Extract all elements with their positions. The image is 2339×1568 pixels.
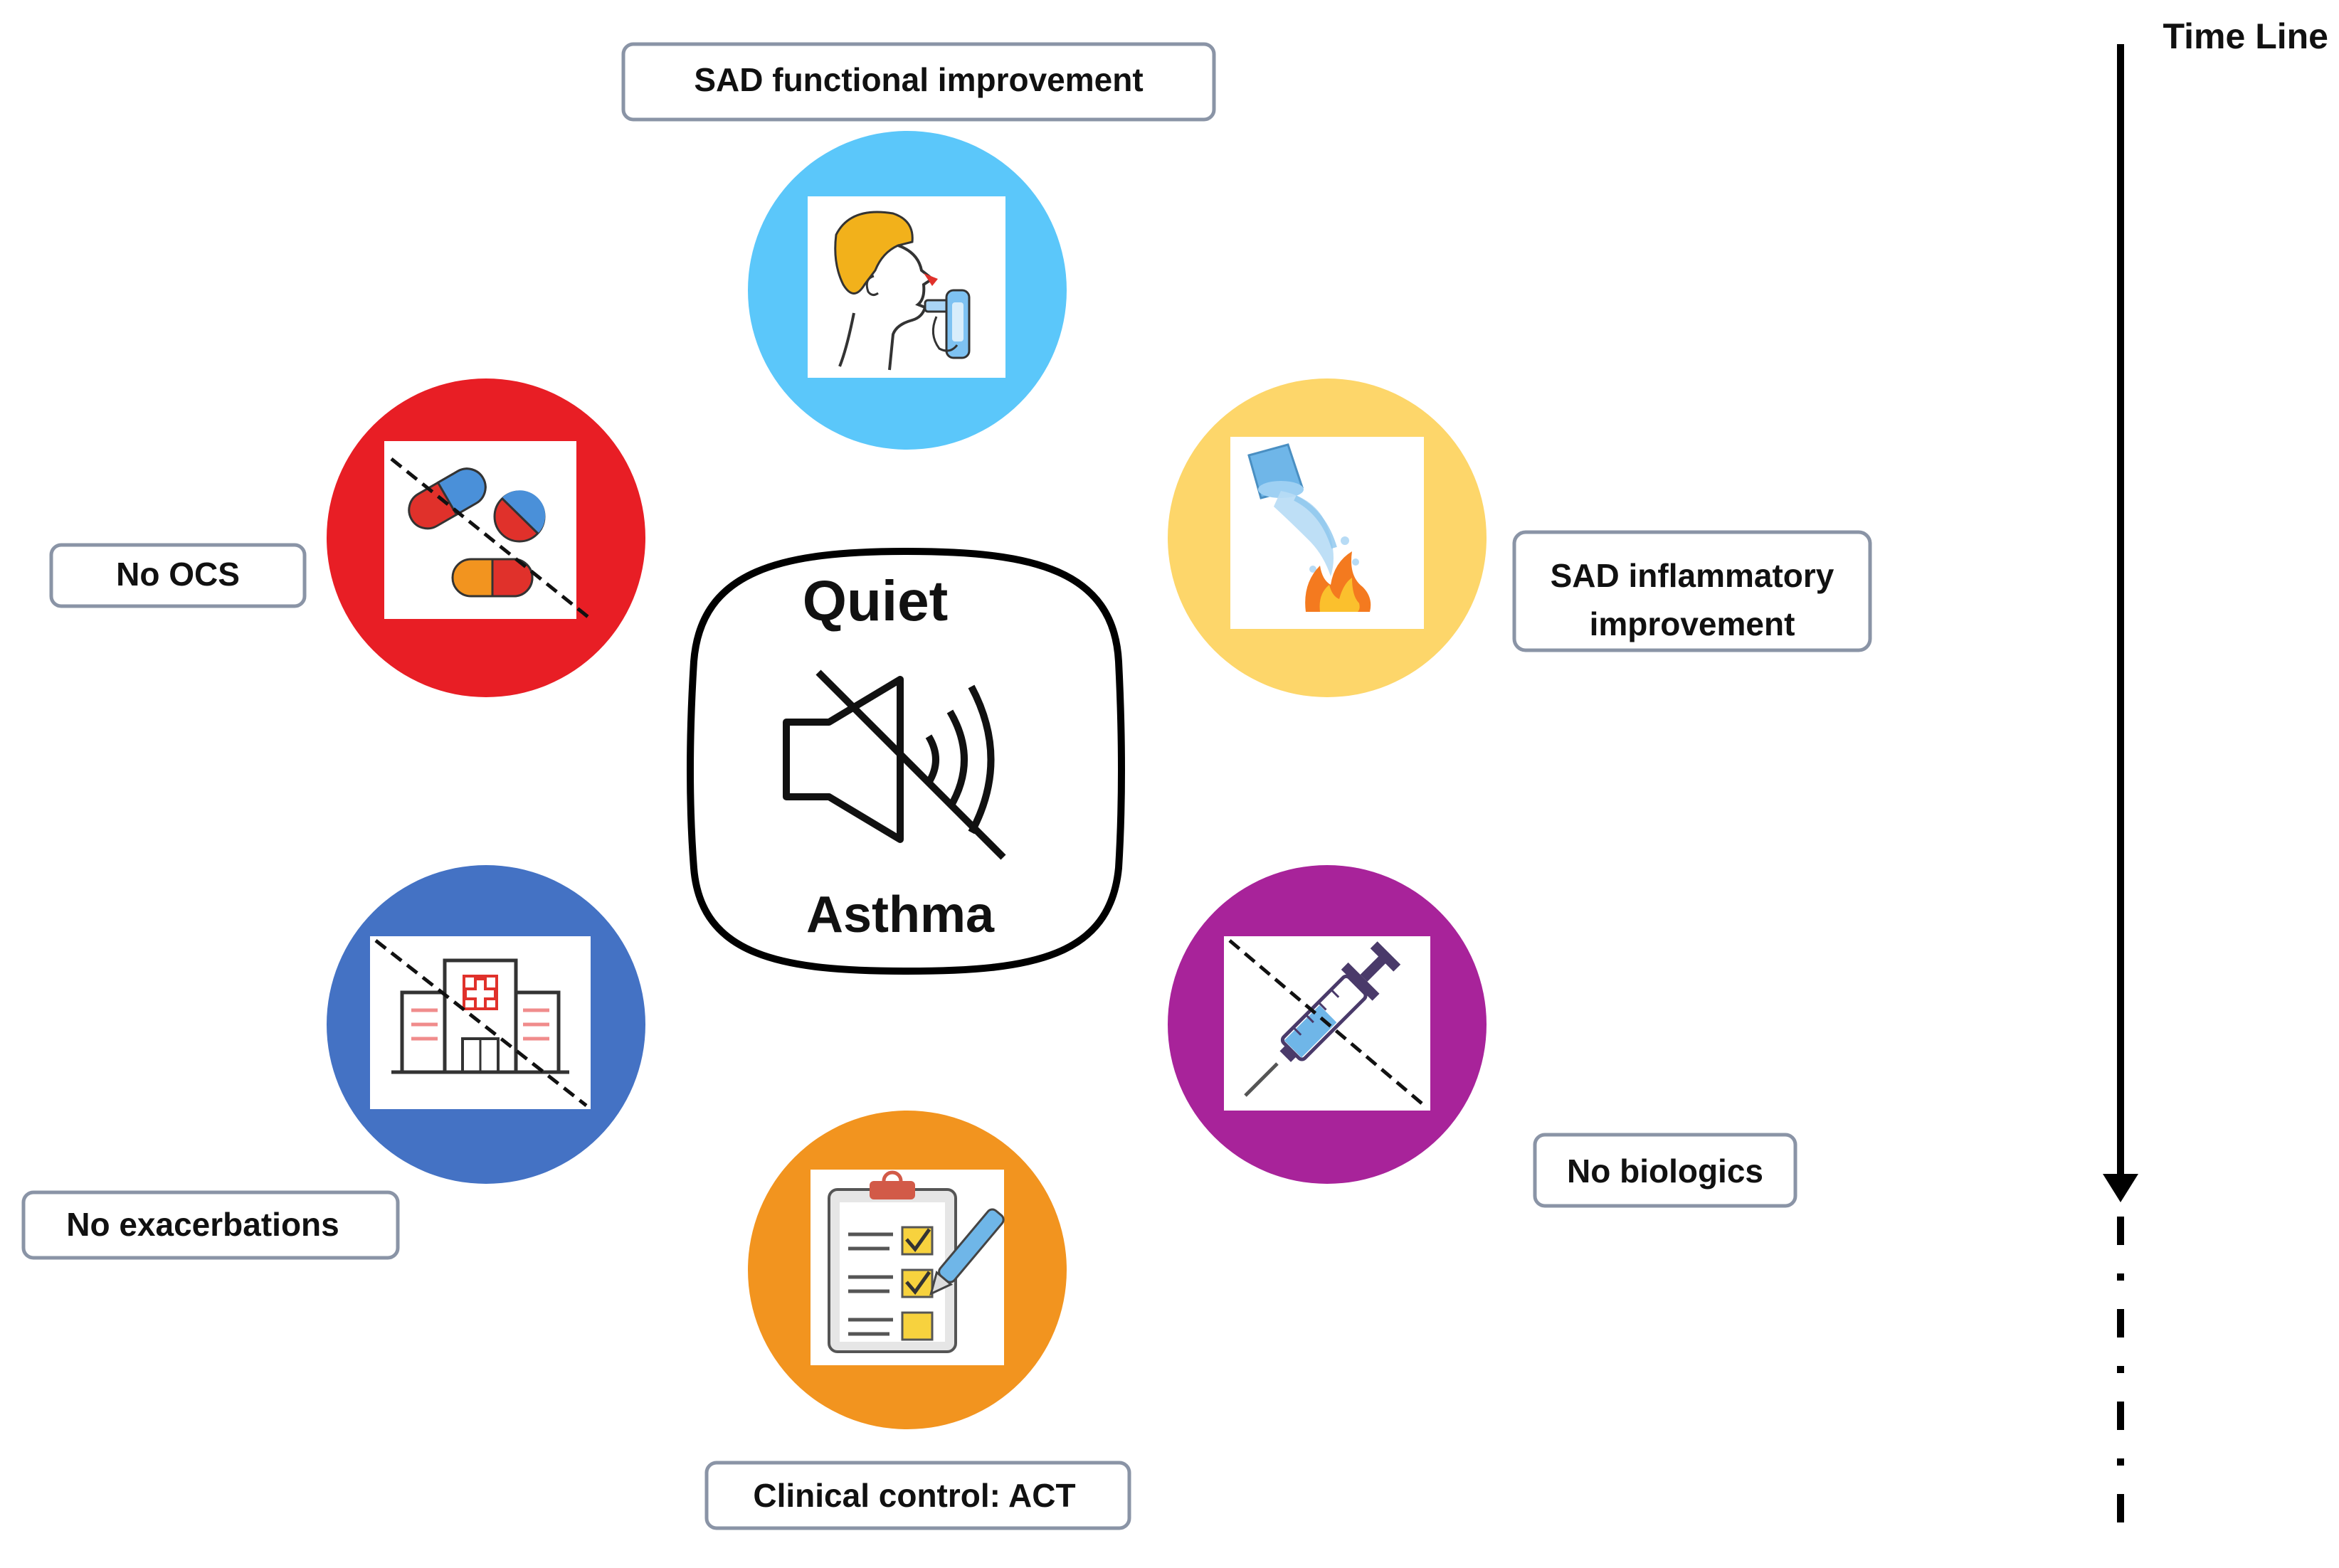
timeline: Time Line bbox=[2103, 16, 2328, 1551]
outcome-label-box bbox=[1512, 530, 1872, 652]
center-quiet-asthma: Quiet Asthma bbox=[687, 547, 1125, 975]
outcome-sad-functional: SAD functional improvement bbox=[621, 42, 1216, 450]
outcome-label-box bbox=[49, 543, 307, 608]
timeline-label: Time Line bbox=[2163, 16, 2328, 56]
crossed-syringe-icon bbox=[1228, 939, 1427, 1108]
timeline-arrowhead bbox=[2103, 1174, 2138, 1202]
outcome-label: SAD inflammatory bbox=[1551, 557, 1834, 594]
outcome-label-box bbox=[1533, 1133, 1797, 1208]
outcome-clinical-control: Clinical control: ACT bbox=[704, 1111, 1131, 1530]
crossed-pills-icon bbox=[390, 457, 592, 620]
clipboard-checklist-icon bbox=[828, 1170, 1005, 1353]
outcome-label-box bbox=[621, 42, 1216, 122]
outcome-label: No exacerbations bbox=[66, 1206, 339, 1243]
outcome-label-box bbox=[21, 1190, 400, 1260]
outcome-label: improvement bbox=[1590, 605, 1795, 642]
water-on-fire-icon bbox=[1247, 443, 1371, 612]
outcome-no-ocs: No OCS bbox=[49, 378, 645, 697]
outcome-label: No OCS bbox=[116, 556, 240, 593]
outcome-no-exacerbations: No exacerbations bbox=[21, 865, 645, 1260]
outcome-label: No biologics bbox=[1567, 1153, 1763, 1190]
outcome-sad-inflammatory: SAD inflammatory improvement bbox=[1168, 378, 1872, 697]
spirometry-person-icon bbox=[834, 211, 971, 371]
outcome-label: Clinical control: ACT bbox=[753, 1477, 1075, 1514]
crossed-hospital-icon bbox=[374, 939, 588, 1107]
outcome-label: SAD functional improvement bbox=[694, 61, 1143, 98]
center-title-bottom: Asthma bbox=[806, 886, 995, 943]
mute-speaker-icon bbox=[783, 669, 1006, 860]
center-title-top: Quiet bbox=[803, 569, 948, 632]
outcome-no-biologics: No biologics bbox=[1168, 865, 1797, 1208]
outcome-label-box bbox=[704, 1461, 1131, 1530]
